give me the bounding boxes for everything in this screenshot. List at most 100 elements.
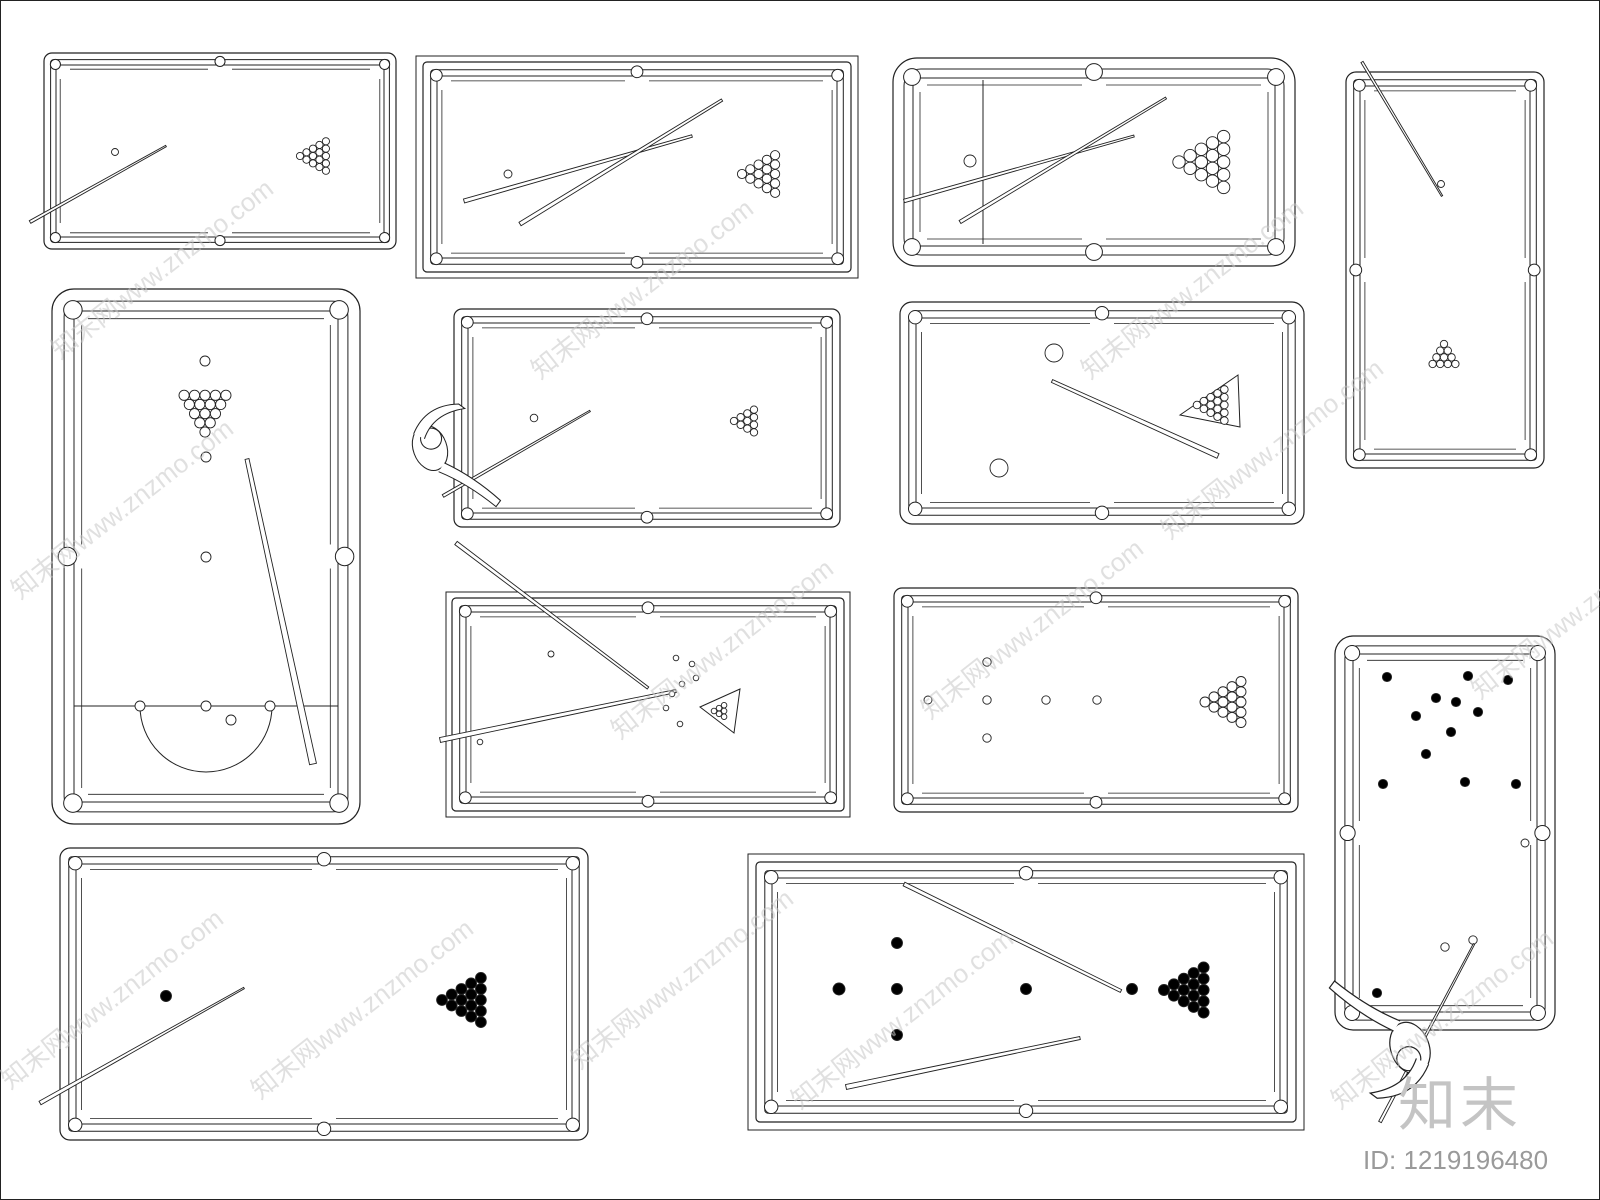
cue-ball	[982, 657, 992, 667]
object-ball	[1217, 686, 1229, 698]
object-ball	[1199, 404, 1209, 414]
pocket	[1349, 263, 1363, 277]
object-ball	[302, 155, 311, 164]
object-ball	[1439, 353, 1449, 362]
object-ball	[188, 408, 201, 420]
cue-ball	[529, 413, 539, 423]
object-ball	[1220, 408, 1229, 418]
table-frame	[899, 301, 1305, 525]
object-ball	[194, 398, 206, 411]
object-ball	[832, 982, 846, 996]
table-frame	[1345, 71, 1545, 469]
object-ball	[891, 937, 903, 949]
object-ball	[1197, 995, 1210, 1008]
pocket	[824, 791, 838, 805]
object-ball	[445, 999, 458, 1012]
pocket	[565, 855, 581, 871]
table-frame	[422, 61, 852, 273]
object-ball	[743, 409, 752, 418]
pocket	[630, 65, 644, 79]
pocket	[214, 55, 226, 67]
object-ball	[1510, 778, 1522, 790]
pocket	[316, 851, 332, 867]
cue-ball	[1468, 935, 1478, 945]
pocket	[334, 546, 355, 567]
object-ball	[1235, 717, 1247, 728]
object-ball	[761, 173, 772, 184]
player-figure	[1328, 980, 1431, 1099]
table-10	[1328, 635, 1556, 1124]
object-ball	[295, 151, 305, 161]
object-ball	[1167, 989, 1180, 1002]
pocket	[1273, 1099, 1289, 1115]
object-ball	[736, 413, 745, 422]
pocket	[903, 68, 921, 86]
object-ball	[209, 389, 222, 401]
object-ball	[178, 389, 190, 401]
object-ball	[1183, 161, 1197, 176]
object-ball	[770, 168, 781, 180]
object-ball	[749, 405, 759, 414]
table-outline	[445, 591, 851, 818]
cue-stick	[438, 689, 677, 743]
object-ball	[761, 183, 772, 194]
pocket	[900, 594, 914, 608]
object-ball	[761, 164, 772, 175]
object-ball	[321, 144, 330, 153]
object-ball	[1192, 400, 1202, 410]
cue-stick	[454, 540, 650, 690]
player-arm	[438, 462, 502, 508]
cue-ball	[982, 733, 992, 743]
object-ball	[1432, 353, 1441, 362]
table-frame	[43, 52, 397, 250]
object-ball	[770, 150, 781, 161]
object-ball	[743, 424, 752, 433]
cue-ball	[676, 720, 684, 728]
pocket	[641, 794, 655, 808]
cue-ball	[134, 700, 146, 712]
object-ball	[1436, 346, 1445, 355]
pocket	[1278, 792, 1292, 806]
object-ball	[321, 151, 330, 161]
object-ball	[761, 154, 772, 165]
object-ball	[749, 413, 759, 422]
object-ball	[1371, 987, 1383, 999]
object-ball	[183, 398, 195, 411]
object-ball	[1443, 346, 1452, 355]
cue-ball	[963, 154, 977, 168]
object-ball	[1410, 710, 1422, 722]
cue-ball	[503, 169, 513, 179]
cue-stick	[844, 1036, 1081, 1090]
pocket	[1278, 594, 1292, 608]
object-ball	[1197, 972, 1210, 985]
object-ball	[743, 416, 752, 426]
cue-ball	[199, 355, 211, 367]
object-ball	[308, 159, 318, 168]
pocket	[1273, 869, 1289, 885]
object-ball	[753, 178, 764, 189]
cue-ball	[989, 458, 1009, 478]
object-ball	[770, 187, 781, 198]
object-ball	[1451, 359, 1460, 369]
pocket	[1344, 645, 1361, 662]
table-5	[51, 288, 361, 825]
object-ball	[1194, 168, 1208, 182]
pocket	[63, 793, 83, 813]
object-ball	[891, 983, 903, 995]
object-ball	[770, 159, 781, 170]
brand-watermark: 知末	[1398, 1071, 1523, 1139]
object-ball	[475, 972, 487, 984]
pocket	[329, 793, 349, 813]
object-ball	[315, 140, 324, 149]
pocket	[214, 235, 226, 247]
object-ball	[465, 1010, 478, 1023]
table-frame	[453, 308, 841, 528]
object-ball	[753, 168, 764, 180]
cue-ball	[923, 695, 933, 705]
object-ball	[1213, 389, 1222, 398]
object-ball	[160, 990, 172, 1002]
object-ball	[475, 983, 487, 995]
object-ball	[720, 707, 728, 715]
cue-ball	[662, 704, 670, 712]
object-ball	[308, 144, 318, 153]
